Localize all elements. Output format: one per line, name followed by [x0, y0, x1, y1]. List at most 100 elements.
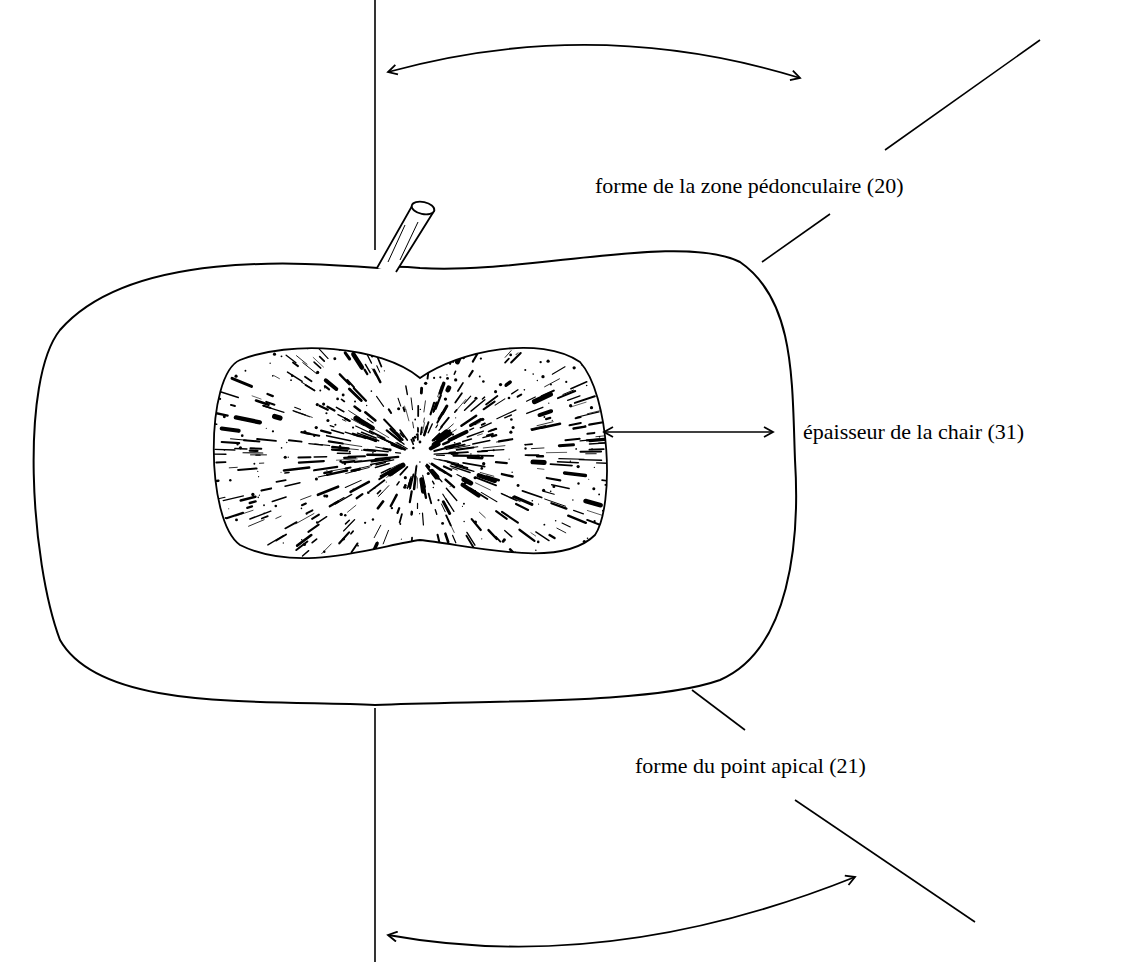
part-label: épaisseur de la chair (31)	[800, 418, 1027, 445]
seed-stroke	[434, 459, 452, 463]
seed-dot	[397, 407, 400, 410]
seed-dot	[344, 514, 346, 516]
angle-arrow	[388, 877, 855, 947]
seed-stroke	[545, 379, 560, 387]
seed-dot	[256, 556, 259, 559]
seed-dot	[301, 539, 302, 540]
seed-stroke	[441, 418, 449, 427]
seed-dot	[604, 378, 606, 380]
seed-stroke	[446, 429, 457, 436]
seed-dot	[481, 538, 482, 539]
seed-dot	[205, 456, 207, 458]
seed-dot	[462, 506, 463, 507]
seed-stroke	[204, 463, 212, 465]
seed-stroke	[222, 429, 239, 431]
seed-stroke	[461, 339, 463, 341]
seed-dot	[588, 479, 589, 480]
seed-stroke	[302, 382, 315, 390]
seed-stroke	[349, 411, 360, 418]
seed-dot	[245, 565, 246, 566]
seed-stroke	[314, 467, 337, 470]
seed-stroke	[352, 469, 360, 471]
seed-stroke	[300, 413, 312, 417]
seed-stroke	[345, 466, 350, 469]
seed-dot	[403, 485, 406, 488]
seed-dot	[552, 485, 555, 488]
seed-dot	[315, 426, 318, 429]
seed-stroke	[301, 496, 311, 500]
seed-dot	[371, 390, 373, 392]
seed-stroke	[546, 452, 566, 453]
seed-stroke	[339, 443, 362, 446]
seed-dot	[283, 542, 284, 543]
seed-dot	[366, 405, 367, 406]
seed-dot	[235, 375, 238, 378]
seed-dot	[603, 340, 605, 342]
seed-stroke	[502, 512, 518, 523]
seed-stroke	[321, 431, 330, 433]
seed-stroke	[484, 402, 495, 410]
seed-stroke	[364, 567, 370, 580]
seed-stroke	[325, 386, 329, 389]
seed-dot	[288, 456, 289, 457]
seed-stroke	[478, 552, 482, 558]
seed-stroke	[322, 544, 332, 554]
seed-stroke	[289, 440, 302, 441]
seed-dot	[313, 435, 315, 437]
seed-stroke	[286, 355, 296, 362]
seed-stroke	[576, 417, 581, 418]
seed-dot	[441, 546, 442, 547]
seed-dot	[546, 360, 549, 363]
seed-stroke	[274, 375, 280, 378]
seed-stroke	[472, 519, 481, 530]
seed-dot	[517, 484, 520, 487]
seed-dot	[437, 477, 439, 479]
seed-stroke	[383, 530, 388, 544]
seed-dot	[272, 375, 274, 377]
seed-dot	[569, 404, 572, 407]
seed-stroke	[446, 488, 456, 500]
seed-stroke	[259, 463, 263, 464]
seed-dot	[272, 430, 274, 432]
seed-stroke	[442, 470, 451, 476]
seed-stroke	[433, 435, 449, 445]
seed-stroke	[460, 447, 478, 449]
seed-stroke	[268, 394, 273, 396]
seed-stroke	[496, 557, 502, 565]
seed-dot	[542, 489, 545, 492]
seed-stroke	[438, 386, 442, 397]
seed-dot	[575, 448, 577, 450]
seed-stroke	[332, 449, 347, 452]
seed-dot	[306, 514, 307, 515]
seed-dot	[593, 520, 595, 522]
seed-stroke	[250, 449, 258, 452]
seed-stroke	[483, 446, 505, 448]
seed-stroke	[297, 535, 311, 546]
seed-dot	[210, 442, 212, 444]
seed-dot	[474, 397, 477, 400]
seed-dot	[316, 521, 318, 523]
seed-dot	[524, 389, 526, 391]
seed-stroke	[236, 417, 260, 422]
seed-stroke	[251, 447, 262, 450]
seed-stroke	[379, 486, 389, 497]
seed-stroke	[347, 380, 354, 387]
seed-dot	[541, 375, 544, 378]
seed-stroke	[346, 520, 350, 524]
stalk-texture	[388, 225, 405, 262]
seed-dot	[340, 513, 343, 516]
seed-stroke	[302, 551, 308, 556]
seed-stroke	[543, 491, 554, 494]
seed-stroke	[263, 406, 284, 413]
seed-dot	[444, 397, 447, 400]
seed-dot	[577, 551, 579, 553]
seed-dot	[326, 470, 327, 471]
seed-dot	[543, 524, 545, 526]
seed-stroke	[340, 374, 350, 384]
seed-dot	[258, 476, 259, 477]
seed-stroke	[565, 439, 579, 440]
seed-stroke	[478, 455, 494, 457]
seed-dot	[281, 447, 283, 449]
seed-stroke	[231, 405, 235, 406]
seed-stroke	[612, 409, 616, 411]
